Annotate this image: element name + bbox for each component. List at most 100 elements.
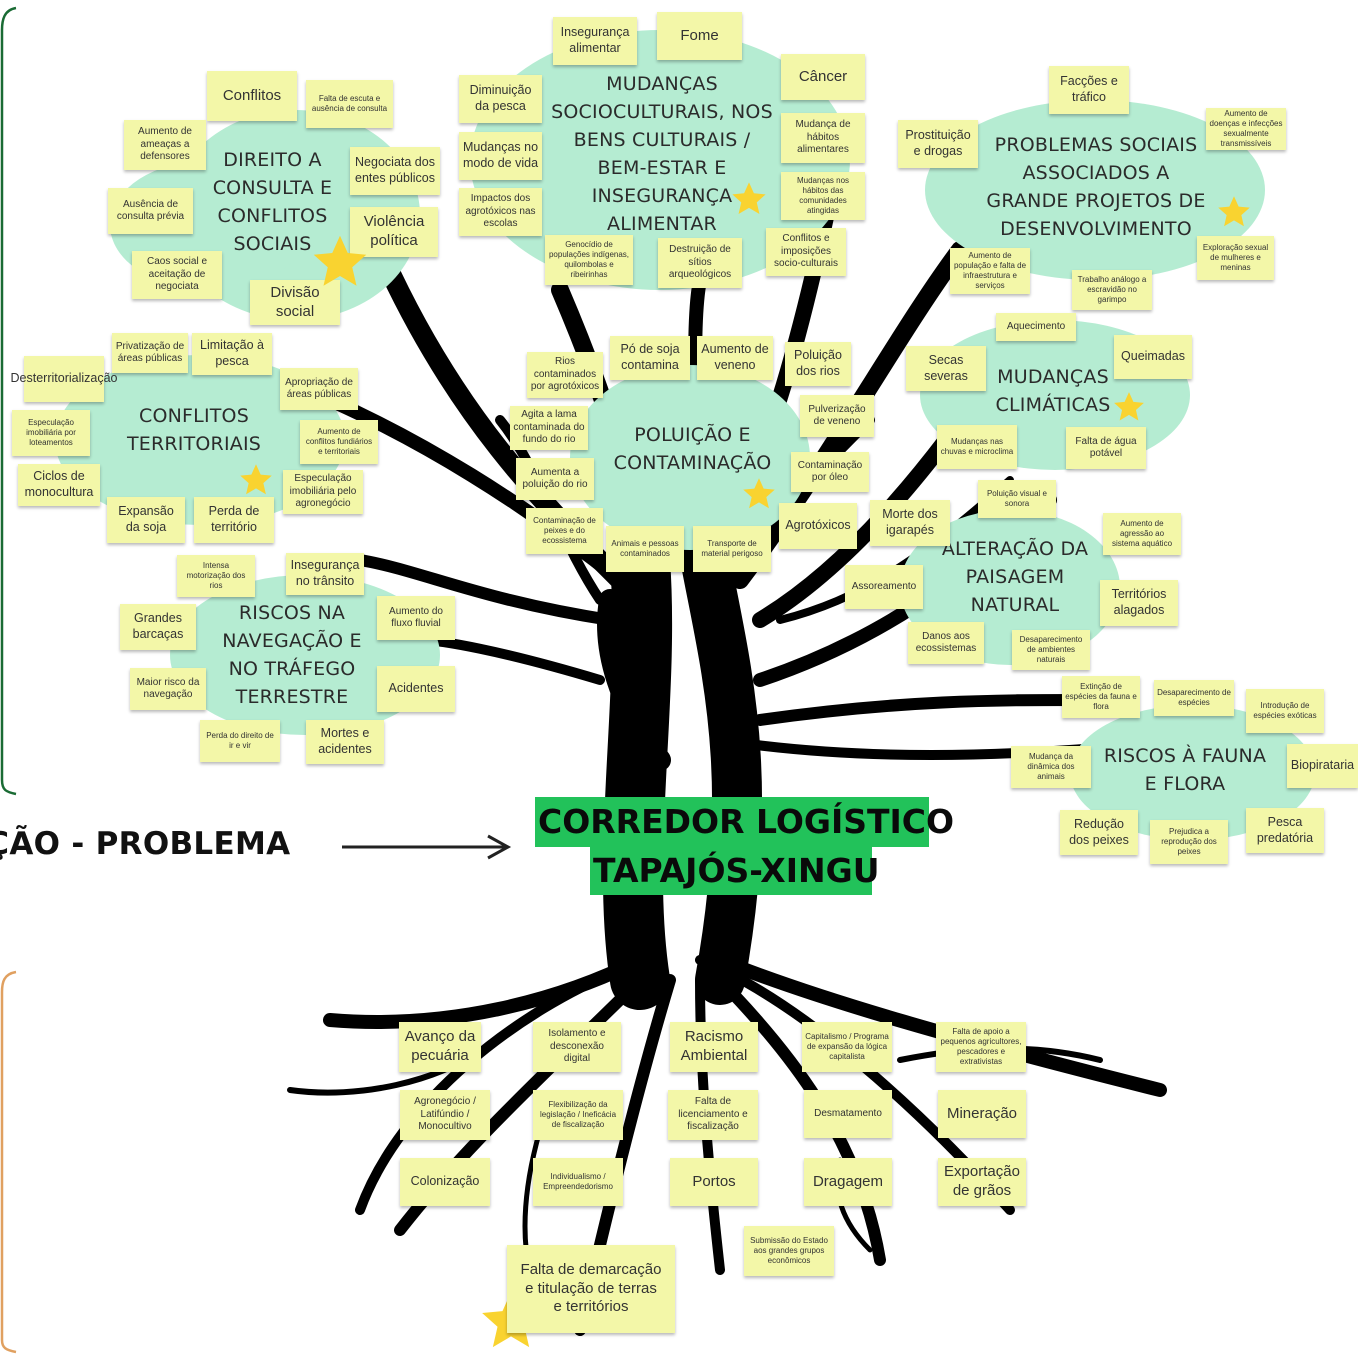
note: Aumenta a poluição do rio [516,458,594,500]
note: Redução dos peixes [1060,810,1138,855]
root-note: Agronegócio / Latifúndio / Monocultivo [400,1090,490,1140]
note: Poluição dos rios [785,342,851,386]
note: Mudanças no modo de vida [459,132,542,180]
root-note: Individualismo / Empreendedorismo [533,1158,623,1206]
note: Aumento de veneno [697,336,773,380]
note: Agrotóxicos [779,503,857,549]
note: Grandes barcaças [120,604,196,650]
note: Caos social e aceitação de negociata [132,251,222,299]
note: Morte dos igarapés [870,500,950,546]
cluster-title-conflitos-territoriais: CONFLITOS TERRITORIAIS [126,405,262,455]
note: Introdução de espécies exóticas [1246,689,1324,733]
note: Fome [657,12,742,60]
note: Câncer [781,54,865,100]
note: Biopirataria [1287,744,1358,788]
root-note: Dragagem [804,1158,892,1206]
star-icon [1112,390,1146,424]
note: Aumento de doenças e infecções sexualmen… [1206,108,1286,150]
note: Insegurança alimentar [553,17,637,65]
note: Aumento de conflitos fundiários e territ… [300,420,378,464]
main-title: CORREDOR LOGÍSTICO TAPAJÓS-XINGU [535,797,954,895]
cluster-title-riscos-navegacao: RISCOS NA NAVEGAÇÃO E NO TRÁFEGO TERREST… [222,602,362,708]
note: Poluição visual e sonora [978,480,1056,518]
root-note: Falta de licenciamento e fiscalização [668,1090,758,1140]
note: Intensa motorização dos rios [177,555,255,597]
note: Genocídio de populações indígenas, quilo… [545,235,633,285]
note: Assoreamento [845,565,923,609]
note: Conflitos [207,71,297,121]
note: Impactos dos agrotóxicos nas escolas [459,188,542,236]
note: Aumento do fluxo fluvial [377,596,455,640]
note: Perda do direito de ir e vir [200,720,280,762]
note: Divisão social [250,280,340,325]
note: Falta de água potável [1066,427,1146,469]
arrow-right-icon [342,834,512,860]
note: Ausência de consulta prévia [108,188,193,234]
note: Transporte de material perigoso [693,526,771,572]
note: Conflitos e imposições socio-culturais [766,228,846,276]
root-note: Submissão do Estado aos grandes grupos e… [744,1226,834,1276]
root-note: Portos [670,1158,758,1206]
note: Falta de escuta e ausência de consulta [306,80,393,128]
note: Mudança de hábitos alimentares [781,113,865,163]
note: Agita a lama contaminada do fundo do rio [510,406,588,450]
note: Ciclos de monocultura [18,464,100,506]
note: Queimadas [1114,335,1192,379]
cluster-title-problemas-sociais: PROBLEMAS SOCIAIS ASSOCIADOS A GRANDE PR… [986,134,1206,240]
note: Animais e pessoas contaminados [606,526,684,572]
cluster-title-socioculturais: MUDANÇAS SOCIOCULTURAIS, NOS BENS CULTUR… [551,73,773,235]
star-icon [1216,194,1252,230]
note: Mudança da dinâmica dos animais [1011,746,1091,788]
root-note: Falta de apoio a pequenos agricultores, … [936,1022,1026,1072]
note: Violência política [350,207,438,257]
star-icon [238,462,274,498]
note: Especulação imobiliária por loteamentos [12,410,90,456]
note: Desterritorialização [11,356,118,402]
note: Aumento de agressão ao sistema aquático [1103,513,1181,555]
note: Prejudica a reprodução dos peixes [1150,820,1228,864]
root-note: Desmatamento [804,1090,892,1138]
note: Desaparecimento de espécies [1154,680,1234,716]
note: Apropriação de áreas públicas [280,368,358,410]
root-note: Colonização [400,1158,490,1206]
note: Aumento de ameaças a defensores [124,120,206,170]
cluster-title-mudancas-climaticas: MUDANÇAS CLIMÁTICAS [995,366,1111,416]
note: Pó de soja contamina [610,336,690,380]
main-title-line1: CORREDOR LOGÍSTICO [538,802,955,841]
note: Negociata dos entes públicos [350,147,440,195]
root-note: Mineração [938,1090,1026,1138]
note: Contaminação por óleo [791,452,869,492]
note: Rios contaminados por agrotóxicos [527,352,603,398]
note: Exploração sexual de mulheres e meninas [1197,236,1274,280]
note: Secas severas [906,346,986,391]
note: Limitação à pesca [192,333,272,375]
star-icon [310,232,370,292]
note: Pulverização de veneno [800,395,874,437]
root-note: Isolamento e desconexão digital [533,1022,621,1072]
note: Mudanças nos hábitos das comunidades ati… [781,172,865,220]
note: Insegurança no trânsito [286,553,364,595]
note: Expansão da soja [107,497,185,543]
root-note: Falta de demarcação e titulação de terra… [507,1245,675,1333]
note: Territórios alagados [1100,580,1178,626]
note: Aquecimento [996,313,1076,341]
note: Pesca predatória [1246,808,1324,853]
note: Contaminação de peixes e do ecossistema [526,508,603,554]
root-note: Capitalismo / Programa de expansão da ló… [802,1022,892,1072]
root-note: Exportação de grãos [938,1158,1026,1206]
note: Extinção de espécies da fauna e flora [1062,676,1140,718]
note: Maior risco da navegação [130,668,206,710]
root-note: Racismo Ambiental [670,1022,758,1072]
cluster-title-direito-consulta: DIREITO A CONSULTA E CONFLITOS SOCIAIS [212,149,333,255]
cloud-poluicao [570,365,810,550]
note: Aumento de população e falta de infraest… [950,248,1030,294]
star-icon [730,180,768,218]
main-title-line2: TAPAJÓS-XINGU [593,851,880,890]
note: Privatização de áreas públicas [112,333,188,373]
note: Especulação imobiliária pelo agronegócio [283,470,363,514]
note: Facções e tráfico [1049,66,1129,114]
root-note: Flexibilização da legislação / Ineficáci… [533,1090,623,1140]
note: Prostituição e drogas [898,120,978,168]
note: Acidentes [377,666,455,712]
cluster-title-alteracao-paisagem: ALTERAÇÃO DA PAISAGEM NATURAL [941,538,1089,616]
